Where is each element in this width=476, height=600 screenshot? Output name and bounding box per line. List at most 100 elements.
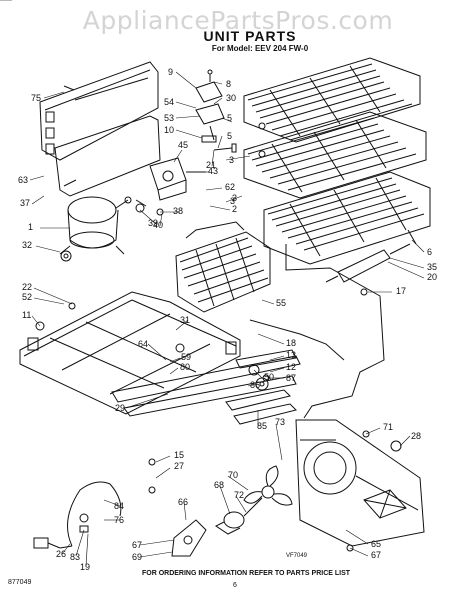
callout-2: 2 <box>232 204 237 214</box>
callout-20: 20 <box>427 272 437 282</box>
callout-75: 75 <box>31 93 41 103</box>
callout-40: 40 <box>153 220 163 230</box>
callout-50: 50 <box>264 372 274 382</box>
callout-leader <box>139 209 157 225</box>
callout-leader <box>217 135 223 149</box>
condenser-coil-lower <box>263 171 431 265</box>
callout-leader <box>159 213 163 227</box>
callout-leader <box>227 475 249 491</box>
watermark: AppliancePartsPros.com <box>82 6 394 35</box>
callout-leader <box>33 287 73 305</box>
callout-68: 68 <box>214 480 224 490</box>
callout-3: 3 <box>232 193 237 203</box>
callout-leader <box>257 333 285 345</box>
callout-66: 66 <box>178 497 188 507</box>
callout-65: 65 <box>371 539 381 549</box>
callout-15: 15 <box>174 450 184 460</box>
callout-11: 11 <box>22 310 31 320</box>
callout-leader <box>139 551 173 558</box>
callout-leader <box>169 357 181 363</box>
callout-leader <box>345 529 369 545</box>
callout-leader <box>183 501 187 521</box>
fan-motor-bracket <box>171 519 207 557</box>
refrigerant-tubing <box>249 244 385 419</box>
callout-5: 5 <box>227 131 232 141</box>
callout-leader <box>349 547 369 557</box>
fasteners <box>35 85 402 552</box>
callout-54: 54 <box>164 97 174 107</box>
callout-31: 31 <box>180 315 190 325</box>
callout-leader <box>139 539 175 546</box>
callout-leader <box>209 205 231 211</box>
back-cover-panel <box>39 61 161 197</box>
callout-leader <box>43 91 65 99</box>
callout-30: 30 <box>226 93 236 103</box>
callout-27: 27 <box>174 461 184 471</box>
evaporator <box>175 221 271 313</box>
callout-21: 21 <box>206 160 216 170</box>
callout-37: 37 <box>20 198 30 208</box>
callout-leader <box>169 367 179 375</box>
callout-76: 76 <box>114 515 124 525</box>
callout-67: 67 <box>371 550 381 560</box>
callout-69: 69 <box>132 552 142 562</box>
callout-3: 3 <box>230 196 235 206</box>
callout-26: 26 <box>56 549 66 559</box>
control-bracket <box>195 69 237 153</box>
callout-64: 64 <box>138 339 148 349</box>
callout-leader <box>175 115 201 119</box>
callout-leader <box>175 129 203 139</box>
callout-53: 53 <box>164 113 174 123</box>
callout-leader <box>205 187 223 191</box>
callout-63: 63 <box>18 175 28 185</box>
callout-leader <box>389 257 425 269</box>
callout-leader <box>173 149 183 163</box>
callout-leader <box>213 97 223 105</box>
mounting-rails <box>111 349 301 417</box>
callout-leader <box>31 195 45 205</box>
page-title: UNIT PARTS <box>203 28 297 44</box>
callout-leader <box>33 297 65 305</box>
callout-67: 67 <box>132 540 142 550</box>
callout-45: 45 <box>178 140 188 150</box>
callout-leader <box>175 101 197 109</box>
callout-70: 70 <box>228 470 238 480</box>
callout-leader <box>75 529 85 557</box>
fan-shroud <box>295 419 425 547</box>
drawing-number: VF7049 <box>286 553 308 559</box>
callout-leader <box>365 427 381 435</box>
callout-leader <box>211 149 215 167</box>
callout-leader <box>103 499 121 507</box>
callout-87: 87 <box>286 373 296 383</box>
callout-86: 86 <box>250 380 260 390</box>
callout-leader <box>225 195 243 203</box>
ordering-note: FOR ORDERING INFORMATION REFER TO PARTS … <box>141 570 351 577</box>
callout-leader <box>31 315 41 327</box>
callout-leader <box>213 81 223 85</box>
callout-62: 62 <box>225 182 235 192</box>
callout-leader <box>35 245 61 253</box>
callout-32: 32 <box>22 240 32 250</box>
callout-73: 73 <box>275 417 285 427</box>
callout-leader <box>411 239 425 253</box>
callout-9: 9 <box>168 67 173 77</box>
condenser-coil-upper <box>243 57 421 143</box>
callout-leader <box>253 369 263 379</box>
callout-35: 35 <box>427 262 437 272</box>
callout-leader <box>85 533 89 567</box>
callout-leader <box>225 155 251 161</box>
callout-85: 85 <box>257 421 267 431</box>
callout-39: 39 <box>148 218 158 228</box>
model-subtitle: For Model: EEV 204 FW-0 <box>211 44 309 53</box>
callout-leader <box>147 343 167 361</box>
callout-leader <box>125 393 169 409</box>
callout-3: 3 <box>229 155 234 165</box>
callout-6: 6 <box>427 247 432 257</box>
callout-10: 10 <box>164 125 174 135</box>
callout-leader <box>175 71 197 89</box>
callout-leader <box>269 367 285 373</box>
callout-19: 19 <box>80 562 90 572</box>
callout-43: 43 <box>208 166 218 176</box>
callout-leader <box>175 319 189 331</box>
